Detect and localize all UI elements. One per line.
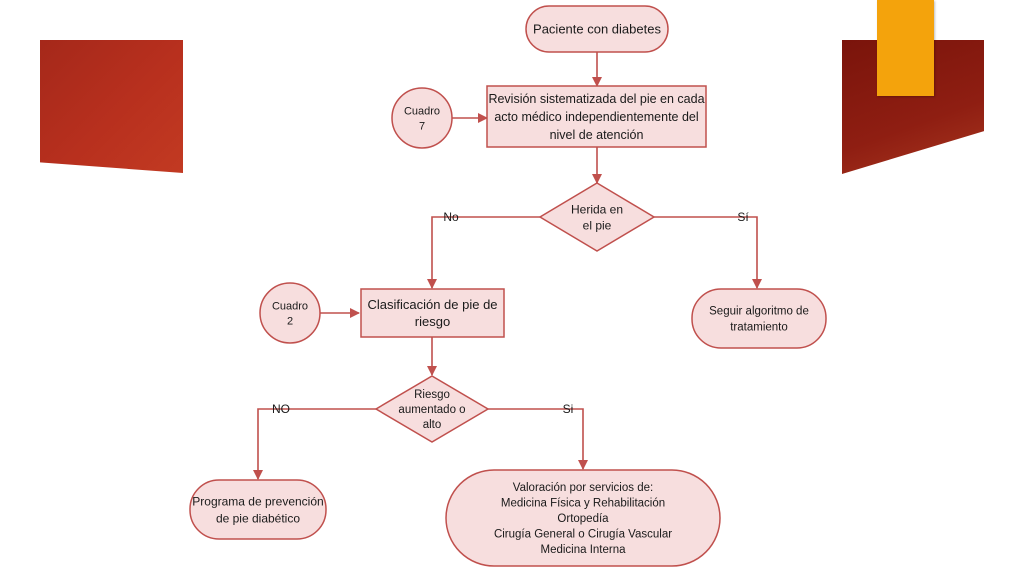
node-cuadro7-text: Cuadro — [404, 105, 440, 117]
node-start-shape — [525, 5, 669, 53]
arrow-wound-no — [427, 216, 540, 289]
node-prevention-text: Programa de prevención — [192, 494, 323, 508]
node-cuadro2-text: 2 — [287, 315, 293, 327]
label-wound-no: No — [443, 210, 459, 224]
node-cuadro2: Cuadro 2 — [259, 282, 321, 344]
node-start-text: Paciente con diabetes — [533, 22, 661, 37]
node-wound-text: el pie — [583, 218, 612, 232]
node-risk-shape — [374, 375, 490, 443]
node-algorithm: Seguir algoritmo de tratamiento — [691, 288, 827, 349]
label-risk-yes: Si — [563, 402, 574, 416]
node-cuadro2-text: Cuadro — [272, 300, 308, 312]
node-start: Paciente con diabetes — [525, 5, 669, 53]
node-wound-shape — [538, 182, 656, 252]
arrow-wound-yes — [654, 216, 762, 289]
node-risk-text: alto — [423, 419, 442, 431]
node-services-text: Cirugía General o Cirugía Vascular — [494, 529, 672, 541]
node-risk-text: aumentado o — [398, 404, 465, 416]
node-algorithm-text: Seguir algoritmo de — [709, 306, 809, 318]
node-cuadro2-shape — [259, 282, 321, 344]
node-services-text: Ortopedía — [557, 513, 609, 525]
node-risk-text: Riesgo — [414, 389, 450, 401]
node-classify-shape — [360, 288, 505, 338]
node-cuadro7-shape — [391, 87, 453, 149]
node-services-text: Medicina Física y Rehabilitación — [501, 498, 665, 510]
node-prevention: Programa de prevención de pie diabético — [189, 479, 327, 540]
node-classify-text: Clasificación de pie de — [367, 297, 497, 312]
arrow-risk-yes — [488, 408, 588, 470]
node-services-text: Valoración por servicios de: — [513, 482, 653, 494]
right-orange-tab — [877, 0, 934, 96]
arrow-risk-no — [253, 408, 376, 480]
node-wound: Herida en el pie — [538, 182, 656, 252]
edge-labels: No Sí NO Si — [272, 210, 749, 416]
node-services: Valoración por servicios de: Medicina Fís… — [445, 469, 721, 567]
node-classify: Clasificación de pie de riesgo — [360, 288, 505, 338]
left-red-banner — [40, 40, 183, 173]
node-cuadro7-text: 7 — [419, 120, 425, 132]
node-algorithm-text: tratamiento — [730, 322, 788, 334]
node-review-text: Revisión sistematizada del pie en cada — [488, 92, 704, 106]
node-wound-text: Herida en — [571, 202, 623, 216]
node-review-text: acto médico independientemente del — [494, 110, 698, 124]
node-risk: Riesgo aumentado o alto — [374, 375, 490, 443]
node-prevention-text: de pie diabético — [216, 511, 300, 525]
node-classify-text: riesgo — [415, 314, 450, 329]
node-review-shape — [486, 85, 707, 148]
node-services-text: Medicina Interna — [540, 544, 626, 556]
node-services-shape — [445, 469, 721, 567]
node-prevention-shape — [189, 479, 327, 540]
label-wound-yes: Sí — [737, 210, 749, 224]
node-review: Revisión sistematizada del pie en cada ac… — [486, 85, 707, 148]
flow-connectors — [253, 52, 762, 480]
node-cuadro7: Cuadro 7 — [391, 87, 453, 149]
node-algorithm-shape — [691, 288, 827, 349]
label-risk-no: NO — [272, 402, 290, 416]
node-review-text: nivel de atención — [550, 128, 644, 142]
